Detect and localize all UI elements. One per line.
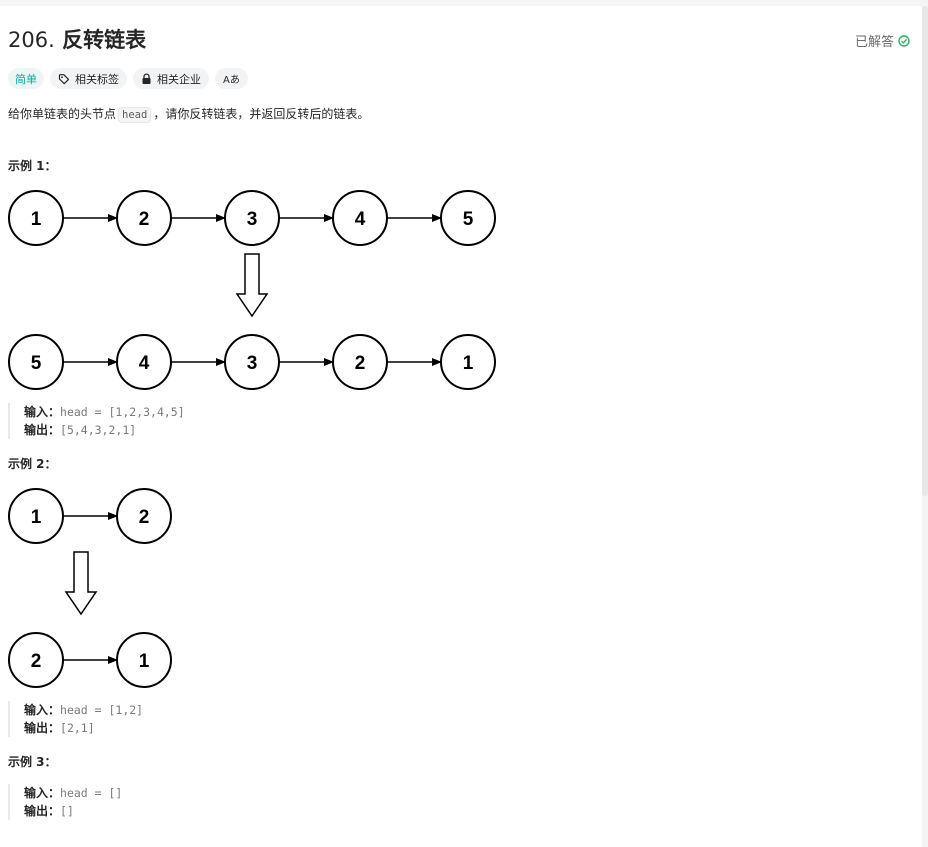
input-value: head = [1,2]	[60, 703, 144, 717]
output-value: []	[60, 804, 74, 818]
example-2-bottom-node-1	[116, 632, 172, 688]
output-label: 输出：	[24, 804, 61, 818]
example-1-top-node-label-4: 5	[463, 209, 474, 230]
output-value: [2,1]	[60, 721, 95, 735]
example-2-reverse-arrow	[64, 551, 98, 616]
lock-icon	[142, 72, 151, 84]
example-2-top-node-label-0: 1	[31, 507, 42, 528]
example-1-bottom-node-4	[440, 334, 496, 390]
input-label: 输入：	[24, 405, 61, 419]
input-value: head = []	[60, 786, 123, 800]
related-tags-button[interactable]: 相关标签	[50, 68, 127, 89]
input-label: 输入：	[24, 786, 61, 800]
problem-title-text: 反转链表	[62, 28, 147, 52]
difficulty-badge[interactable]: 简单	[8, 68, 44, 89]
problem-title: 206. 反转链表	[8, 24, 146, 54]
top-bar	[0, 0, 928, 6]
tag-row: 简单 相关标签 相关企业 Aあ	[8, 68, 248, 89]
output-label: 输出：	[24, 423, 61, 437]
example-1-bottom-node-label-0: 5	[31, 353, 42, 374]
example-1-io: 输入：head = [1,2,3,4,5] 输出：[5,4,3,2,1]	[8, 403, 185, 439]
description-text-end: ，请你反转链表，并返回反转后的链表。	[153, 107, 370, 121]
example-3-io: 输入：head = [] 输出：[]	[8, 784, 122, 820]
example-1-top-node-label-2: 3	[247, 209, 258, 230]
input-label: 输入：	[24, 703, 61, 717]
scrollbar-thumb[interactable]	[922, 6, 928, 496]
example-2-top-node-1	[116, 488, 172, 544]
translate-button[interactable]: Aあ	[215, 68, 248, 89]
tag-icon	[58, 73, 70, 84]
example-2-top-node-label-1: 2	[139, 507, 150, 528]
check-circle-icon	[898, 34, 910, 47]
inline-code-head: head	[118, 107, 152, 123]
example-1-top-node-label-1: 2	[139, 209, 150, 230]
example-1-top-node-label-0: 1	[31, 209, 42, 230]
example-1-bottom-node-label-3: 2	[355, 353, 366, 374]
example-3-title: 示例 3：	[8, 755, 57, 769]
example-2-title: 示例 2：	[8, 457, 57, 471]
solved-status[interactable]: 已解答	[855, 31, 910, 50]
companies-button[interactable]: 相关企业	[133, 68, 209, 89]
translate-icon: Aあ	[223, 75, 240, 86]
input-value: head = [1,2,3,4,5]	[60, 405, 185, 419]
example-1-bottom-node-label-4: 1	[463, 353, 474, 374]
problem-number: 206.	[8, 28, 55, 52]
example-1-bottom-node-label-2: 3	[247, 353, 258, 374]
description-text-start: 给你单链表的头节点	[8, 107, 117, 121]
output-label: 输出：	[24, 721, 61, 735]
related-tags-label: 相关标签	[75, 72, 119, 86]
example-2-bottom-node-label-1: 1	[139, 651, 150, 672]
example-2-bottom-node-label-0: 2	[31, 651, 42, 672]
example-1-bottom-node-label-1: 4	[139, 353, 150, 374]
example-2-io: 输入：head = [1,2] 输出：[2,1]	[8, 701, 143, 737]
solved-label: 已解答	[854, 35, 894, 50]
companies-label: 相关企业	[157, 72, 201, 86]
example-1-title: 示例 1：	[8, 159, 57, 173]
example-1-reverse-arrow	[235, 253, 269, 318]
output-value: [5,4,3,2,1]	[60, 423, 137, 437]
example-1-top-node-label-3: 4	[355, 209, 366, 230]
example-1-top-node-4	[440, 190, 496, 246]
